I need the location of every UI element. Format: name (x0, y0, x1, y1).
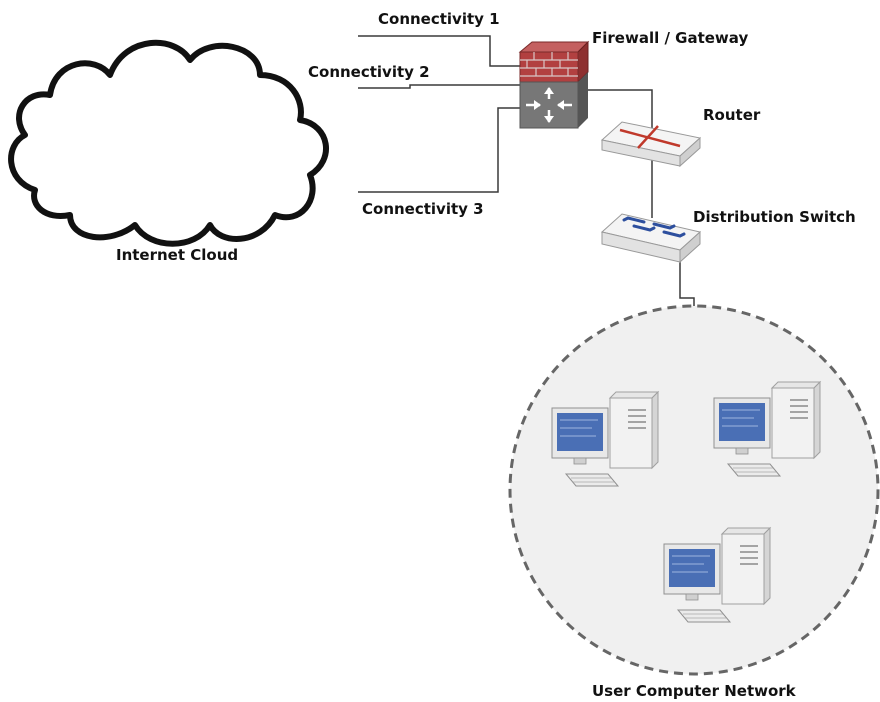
switch-icon (600, 213, 702, 264)
gateway-arrows-icon (519, 72, 588, 129)
firewall-gateway-label: Firewall / Gateway (592, 29, 749, 47)
internet-cloud-label: Internet Cloud (116, 246, 239, 264)
connectivity-1-link (358, 35, 522, 67)
connectivity-1-label: Connectivity 1 (378, 10, 500, 28)
router-icon (600, 121, 702, 168)
firewall-brick-icon (518, 40, 590, 84)
user-computer-network-label: User Computer Network (592, 682, 796, 700)
distribution-switch-label: Distribution Switch (693, 208, 856, 226)
connectivity-2-label: Connectivity 2 (308, 63, 430, 81)
cloud-icon (8, 39, 329, 247)
connectivity-3-label: Connectivity 3 (362, 200, 484, 218)
desktop-computer-icon (713, 380, 822, 477)
connectivity-2-link (358, 84, 522, 89)
desktop-computer-icon (663, 526, 772, 623)
router-label: Router (703, 106, 761, 124)
connectivity-3-link (358, 107, 522, 193)
connection-lines (358, 35, 695, 306)
switch-network-link (679, 258, 695, 306)
gateway-router-link (584, 89, 653, 128)
desktop-computer-icon (551, 390, 660, 487)
